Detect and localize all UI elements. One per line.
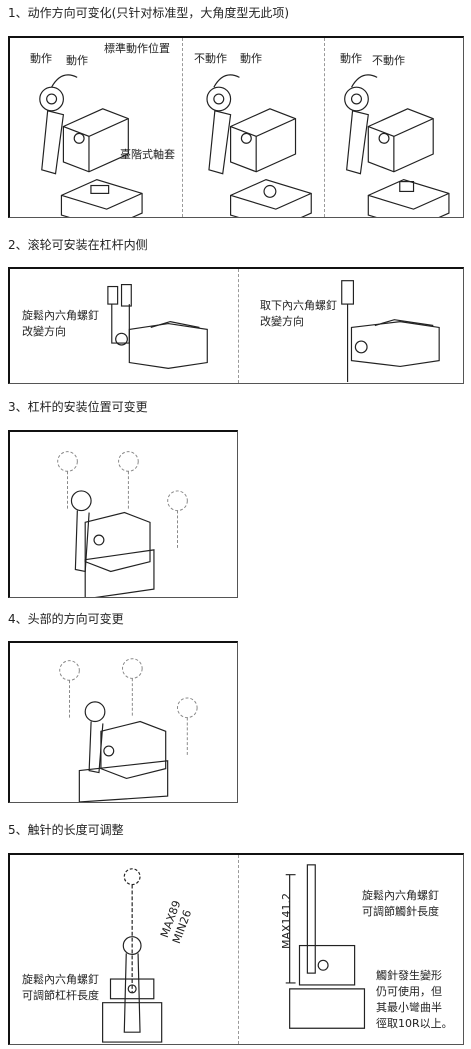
panel-action-direction: 動作 動作 標準動作位置 臺階式軸套 不動作 動作 動作 不動作 [8, 36, 464, 218]
panel-head-direction [8, 641, 238, 803]
switch-illustrations [39, 74, 450, 217]
divider [238, 855, 239, 1044]
divider [238, 269, 239, 383]
section-2-title: 2、滚轮可安装在杠杆内侧 [8, 238, 148, 252]
panel-roller-inside: 旋鬆內六角螺釘 改變方向 取下內六角螺釘 改變方向 [8, 267, 464, 384]
section-5-title: 5、触针的长度可调整 [8, 823, 124, 837]
divider [324, 38, 325, 217]
section-4-title: 4、头部的方向可变更 [8, 612, 124, 626]
label-remove-screw: 取下內六角螺釘 [260, 299, 337, 312]
section-3-title: 3、杠杆的安装位置可变更 [8, 400, 148, 414]
label-adjust-probe-length: 可調節觸針長度 [362, 905, 439, 918]
label-action-right: 動作 [66, 54, 88, 67]
label-loosen-screw-probe: 旋鬆內六角螺釘 [362, 889, 439, 902]
label-action-left: 動作 [30, 52, 52, 65]
label-loosen-screw-lever: 旋鬆內六角螺釘 [22, 973, 99, 986]
label-adjust-lever-length: 可調節杠杆長度 [22, 989, 99, 1002]
probe-illustrations [102, 864, 366, 1043]
label-max141: MAX141.2 [280, 892, 293, 949]
note-line-1: 觸針發生變形 [376, 969, 442, 982]
label-loosen-screw: 旋鬆內六角螺釘 [22, 309, 99, 322]
panel-lever-position [8, 430, 238, 598]
divider [182, 38, 183, 217]
label-standard-position: 標準動作位置 [104, 42, 170, 55]
label-stepped-bushing: 臺階式軸套 [120, 148, 175, 161]
roller-illustrations [107, 280, 440, 383]
label-no-action-right: 不動作 [372, 54, 405, 67]
note-line-2: 仍可使用，但 [376, 985, 442, 998]
note-line-3: 其最小彎曲半 [376, 1001, 442, 1014]
label-action-left-c: 動作 [340, 52, 362, 65]
label-change-direction: 改變方向 [22, 325, 66, 338]
head-illustration [59, 658, 198, 802]
panel-probe-length: MAX89 MIN26 旋鬆內六角螺釘 可調節杠杆長度 MAX141.2 旋鬆內… [8, 853, 464, 1045]
label-action-right-b: 動作 [240, 52, 262, 65]
label-no-action-left: 不動作 [194, 52, 227, 65]
section-1-title: 1、动作方向可变化(只针对标准型，大角度型无此项) [8, 6, 290, 20]
lever-illustration [57, 451, 188, 597]
note-line-4: 徑取10R以上。 [376, 1017, 453, 1030]
label-change-direction-2: 改變方向 [260, 315, 304, 328]
